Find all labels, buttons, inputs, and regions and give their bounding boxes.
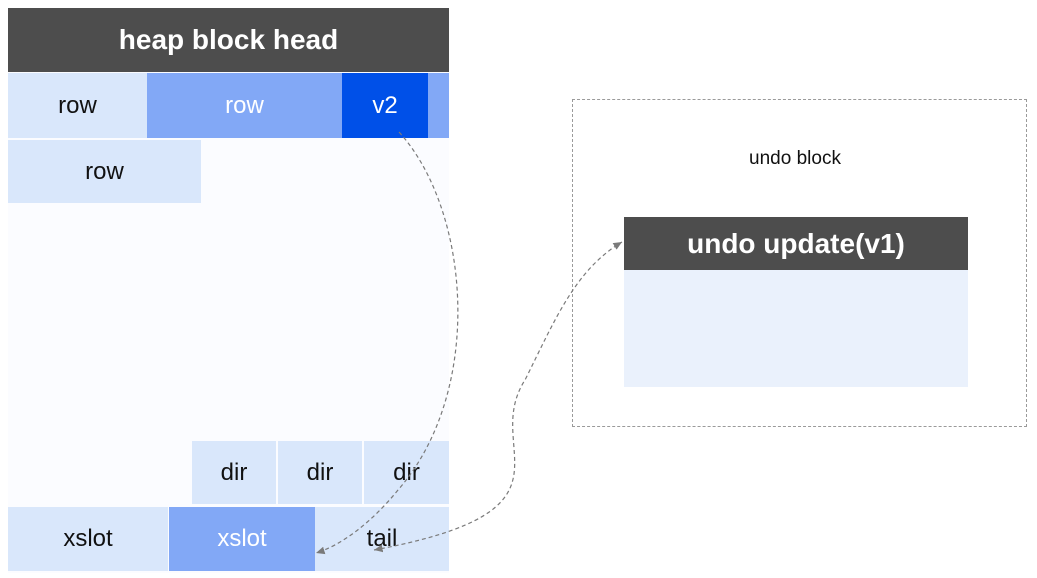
tail-to-undo-arrow xyxy=(373,241,623,553)
undo-update-body xyxy=(624,268,968,387)
v2-cell: v2 xyxy=(342,73,428,138)
xslot-cell-1: xslot xyxy=(8,507,168,571)
row-cell-2: row xyxy=(147,73,342,138)
row-cell-2-tail xyxy=(428,73,449,138)
row-cell-1: row xyxy=(8,73,147,138)
dir-cell-1: dir xyxy=(192,441,276,504)
heap-block-head: heap block head xyxy=(8,8,449,72)
xslot-cell-2: xslot xyxy=(169,507,315,571)
dir-cell-2: dir xyxy=(278,441,362,504)
row-cell-3: row xyxy=(8,140,201,203)
undo-block-label: undo block xyxy=(749,148,841,169)
v2-to-xslot-arrow xyxy=(315,131,459,555)
undo-update-head: undo update(v1) xyxy=(624,217,968,270)
